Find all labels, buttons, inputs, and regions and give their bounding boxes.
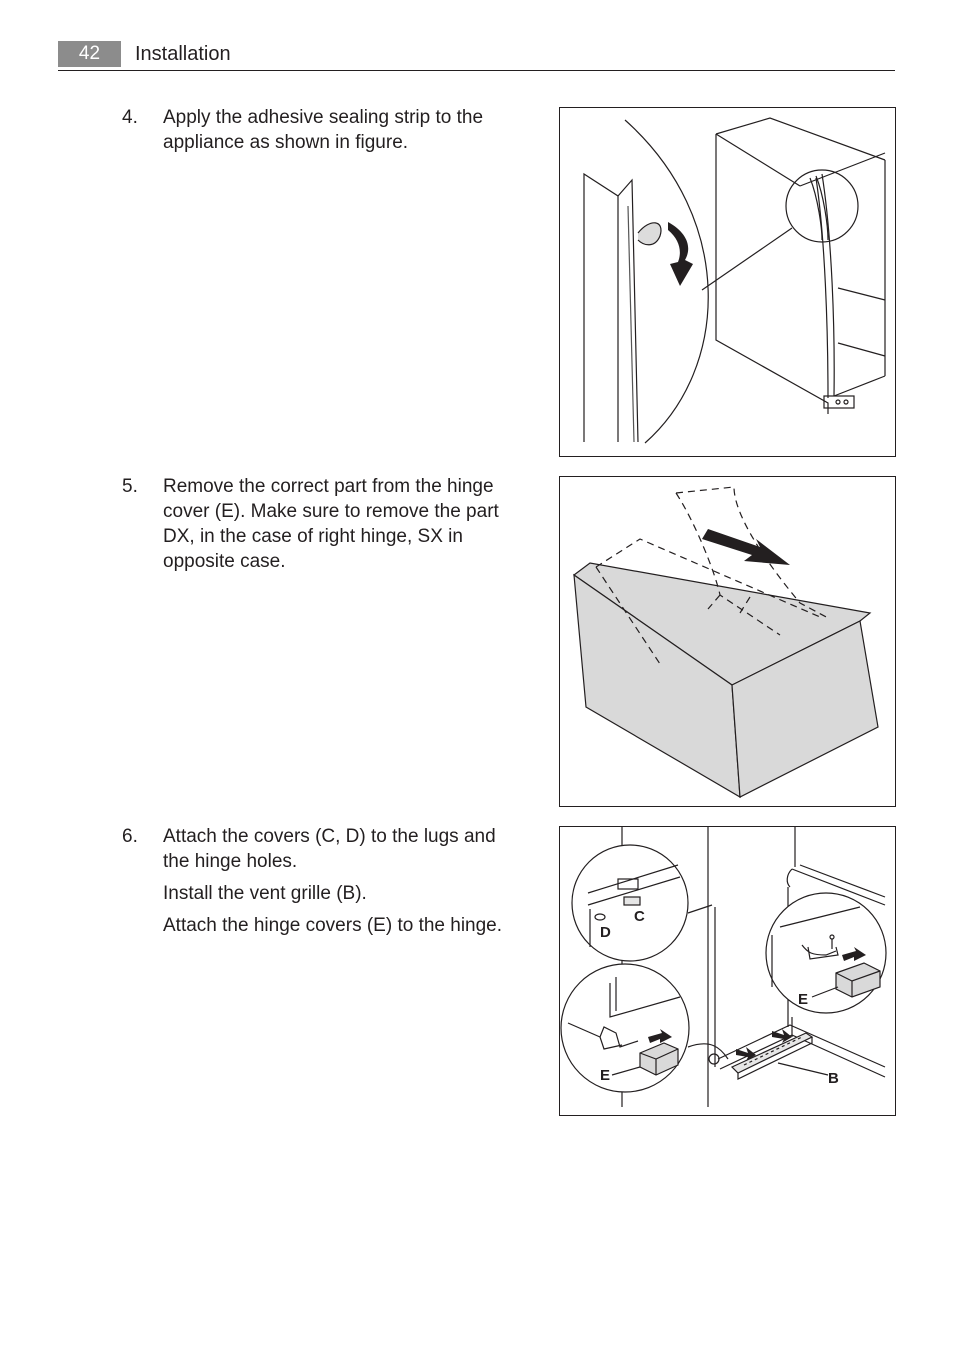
label-d: D bbox=[600, 924, 611, 941]
page-number: 42 bbox=[58, 41, 121, 67]
label-e-left: E bbox=[600, 1067, 610, 1084]
label-e-right: E bbox=[798, 991, 808, 1008]
covers-installation-illustration: C D E E B bbox=[560, 827, 887, 1107]
step-text: Attach the covers (C, D) to the lugs and… bbox=[163, 826, 496, 872]
step-text: Apply the adhesive sealing strip to the … bbox=[163, 107, 484, 153]
step-number: 4. bbox=[122, 107, 138, 128]
header-divider bbox=[58, 70, 895, 71]
sealing-strip-illustration bbox=[583, 117, 886, 444]
sealing-strip-figure bbox=[559, 107, 896, 457]
hinge-cover-figure bbox=[559, 476, 896, 807]
step-text: Remove the correct part from the hinge c… bbox=[163, 476, 499, 572]
label-c: C bbox=[634, 908, 645, 925]
label-b: B bbox=[828, 1070, 839, 1087]
hinge-cover-illustration bbox=[572, 486, 879, 799]
step-text: Install the vent grille (B). bbox=[163, 883, 367, 904]
step-number: 6. bbox=[122, 826, 138, 847]
step-number: 5. bbox=[122, 476, 138, 497]
section-title: Installation bbox=[135, 43, 231, 65]
step-text: Attach the hinge covers (E) to the hinge… bbox=[163, 915, 503, 936]
covers-installation-figure: C D E E B bbox=[559, 826, 896, 1116]
